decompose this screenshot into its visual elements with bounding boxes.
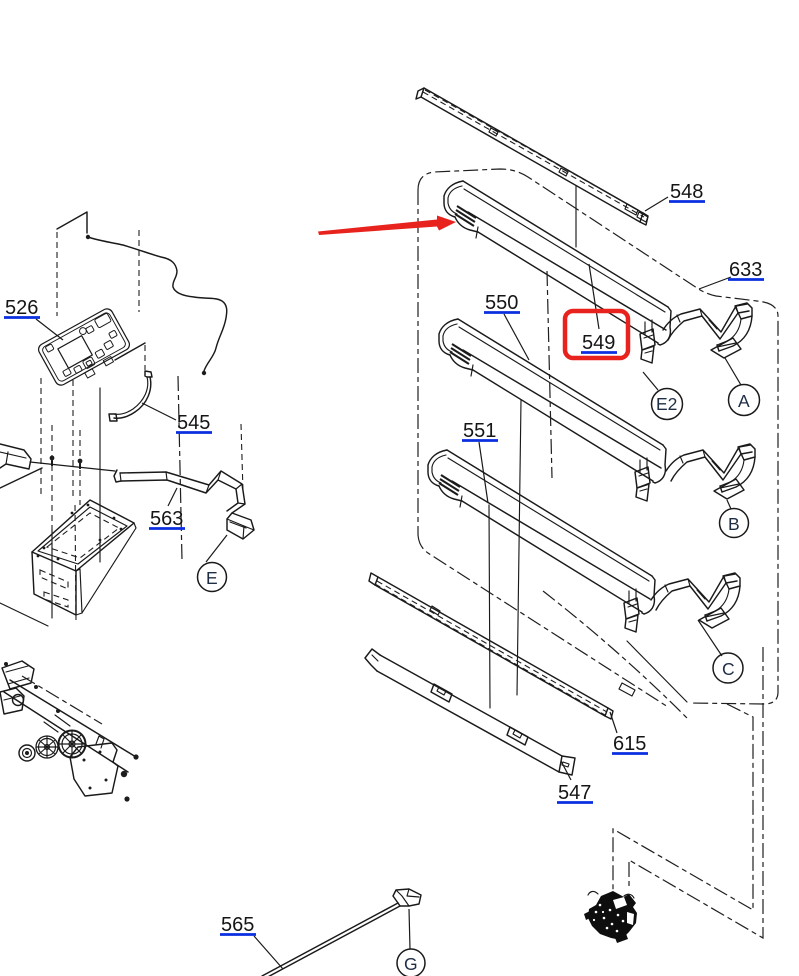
svg-text:E: E bbox=[206, 568, 218, 588]
svg-text:G: G bbox=[404, 954, 418, 974]
svg-text:550: 550 bbox=[485, 292, 518, 314]
svg-text:548: 548 bbox=[670, 181, 703, 203]
svg-text:551: 551 bbox=[463, 420, 496, 442]
svg-text:565: 565 bbox=[221, 914, 254, 936]
svg-text:A: A bbox=[738, 391, 750, 411]
svg-text:545: 545 bbox=[177, 412, 210, 434]
svg-text:563: 563 bbox=[150, 508, 183, 530]
svg-text:C: C bbox=[722, 659, 735, 679]
svg-text:615: 615 bbox=[613, 733, 646, 755]
svg-text:E2: E2 bbox=[656, 394, 677, 414]
svg-text:B: B bbox=[728, 514, 740, 534]
svg-text:549: 549 bbox=[582, 332, 615, 354]
svg-text:547: 547 bbox=[558, 782, 591, 804]
svg-text:526: 526 bbox=[5, 297, 38, 319]
svg-text:633: 633 bbox=[729, 259, 762, 281]
